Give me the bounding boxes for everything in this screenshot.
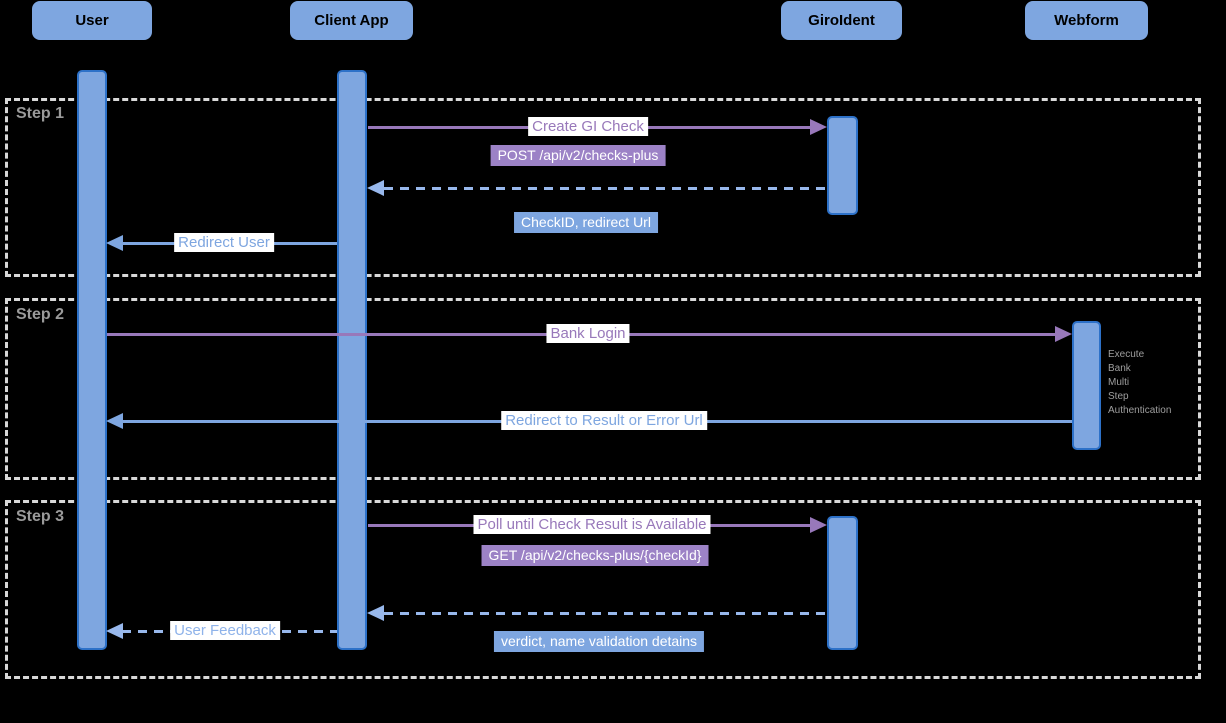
step2-label: Step 2 bbox=[16, 306, 65, 323]
message-redirect-user: Redirect User bbox=[174, 233, 274, 252]
lifeline-client-app bbox=[337, 70, 367, 650]
step1-label: Step 1 bbox=[16, 105, 65, 122]
badge-verdict: verdict, name validation detains bbox=[493, 631, 705, 652]
message-redirect-result: Redirect to Result or Error Url bbox=[501, 411, 707, 430]
arrowhead-bank-login-icon bbox=[1055, 326, 1072, 342]
arrowhead-create-gi-check-icon bbox=[810, 119, 827, 135]
actor-webform-label: Webform bbox=[1054, 12, 1119, 29]
actor-webform: Webform bbox=[1025, 1, 1148, 40]
webform-auth-note-line: Execute bbox=[1108, 349, 1145, 360]
message-poll: Poll until Check Result is Available bbox=[473, 515, 711, 534]
step3-label: Step 3 bbox=[16, 508, 65, 525]
actor-giroident: GiroIdent bbox=[781, 1, 902, 40]
webform-auth-note-line: Step bbox=[1108, 391, 1129, 402]
webform-auth-note-line: Bank bbox=[1108, 363, 1131, 374]
actor-client-app-label: Client App bbox=[314, 12, 389, 29]
webform-auth-note: Execute Bank Multi Step Authentication bbox=[1108, 348, 1171, 418]
arrowhead-poll-icon bbox=[810, 517, 827, 533]
step2-frame bbox=[5, 298, 1201, 480]
arrowhead-redirect-result-icon bbox=[106, 413, 123, 429]
badge-checkid-redirect-url: CheckID, redirect Url bbox=[514, 212, 658, 233]
actor-user: User bbox=[32, 1, 152, 40]
badge-post-api: POST /api/v2/checks-plus bbox=[490, 145, 666, 166]
arrowhead-checkid-return-icon bbox=[367, 180, 384, 196]
lifeline-user bbox=[77, 70, 107, 650]
arrow-checkid-return-line bbox=[384, 187, 827, 190]
activation-giroident-step1 bbox=[827, 116, 858, 215]
arrowhead-redirect-user-icon bbox=[106, 235, 123, 251]
actor-user-label: User bbox=[75, 12, 109, 29]
actor-client-app: Client App bbox=[290, 1, 413, 40]
arrow-verdict-return-line bbox=[384, 612, 827, 615]
arrowhead-user-feedback-icon bbox=[106, 623, 123, 639]
arrowhead-verdict-return-icon bbox=[367, 605, 384, 621]
webform-auth-note-line: Authentication bbox=[1108, 405, 1172, 416]
webform-auth-note-line: Multi bbox=[1108, 377, 1130, 388]
message-user-feedback: User Feedback bbox=[170, 621, 280, 640]
actor-giroident-label: GiroIdent bbox=[808, 12, 875, 29]
message-bank-login: Bank Login bbox=[546, 324, 630, 343]
activation-webform-step2 bbox=[1072, 321, 1101, 450]
activation-giroident-step3 bbox=[827, 516, 858, 650]
step1-frame bbox=[5, 98, 1201, 277]
message-create-gi-check: Create GI Check bbox=[528, 117, 648, 136]
step3-frame bbox=[5, 500, 1201, 679]
badge-get-api: GET /api/v2/checks-plus/{checkId} bbox=[481, 545, 709, 566]
